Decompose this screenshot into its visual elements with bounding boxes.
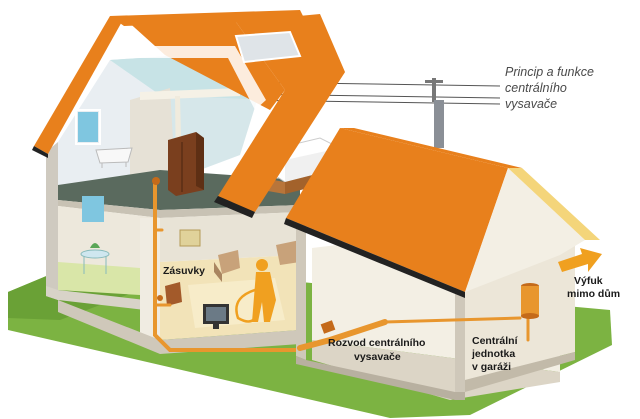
garage-roof-ridge (340, 128, 522, 168)
label-exhaust-line-1: Výfuk (574, 275, 603, 287)
label-unit-line-1: Centrální (472, 335, 519, 347)
label-distribution-line-2: vysavače (354, 351, 401, 363)
pipe-junction (320, 320, 336, 334)
lower-window (82, 196, 104, 222)
diagram-title: Princip a funkce centrálního vysavače (505, 64, 635, 112)
central-unit-icon (521, 283, 539, 319)
wall-picture (179, 229, 201, 247)
skylight (234, 30, 302, 64)
outlet-lower (157, 295, 163, 301)
label-distribution-line-1: Rozvod centrálního (328, 337, 425, 349)
garage-front-base (296, 356, 465, 400)
title-line-3: vysavače (505, 97, 558, 111)
roof-inner-band (110, 46, 266, 110)
wardrobe-icon (168, 132, 204, 196)
label-unit-line-3: v garáži (472, 361, 511, 373)
ground-floor-inner-wall (160, 212, 300, 262)
label-exhaust: Výfuk mimo dům (567, 275, 620, 300)
chimney (434, 100, 444, 148)
label-outlets: Zásuvky (163, 265, 205, 277)
person-vacuuming-icon (235, 259, 276, 323)
label-exhaust-line-2: mimo dům (567, 288, 620, 300)
garage-floor (312, 340, 560, 400)
garage-roof-edge (284, 218, 465, 298)
armchair-icon (214, 250, 240, 282)
house-upper-side-wall (130, 88, 175, 175)
label-unit-line-2: jednotka (471, 348, 515, 360)
label-central-unit: Centrální jednotka v garáži (471, 335, 519, 373)
attic-beam (140, 88, 240, 100)
house-roof-left-edge (32, 146, 48, 158)
house-front-wall (46, 142, 58, 300)
front-wall-base (58, 300, 300, 354)
exhaust-arrow-icon (558, 248, 602, 272)
title-line-2: centrálního (505, 81, 567, 95)
upper-window-frame (75, 109, 101, 145)
left-room-floor (58, 262, 140, 295)
outlet-cabinet (165, 282, 182, 306)
table-icon (80, 243, 110, 274)
label-distribution: Rozvod centrálního vysavače (328, 337, 425, 363)
house-roof-left (34, 16, 124, 154)
label-outlets-text: Zásuvky (163, 265, 205, 277)
garage-gable (465, 168, 585, 292)
garage-roof (286, 128, 508, 292)
sofa-icon (276, 240, 300, 265)
upper-window (78, 112, 98, 142)
garage-right-base (465, 352, 575, 392)
house-roof-right-front (218, 72, 345, 212)
house-roof-right-edge (214, 196, 255, 218)
garage-gable-edge (508, 168, 600, 240)
title-line-1: Princip a funkce (505, 65, 594, 79)
tv-icon (203, 304, 229, 329)
outlet-upper (152, 177, 160, 185)
bathtub-icon (95, 147, 133, 168)
front-wall-lower-left (46, 286, 145, 310)
upper-floor-edge (58, 200, 300, 218)
